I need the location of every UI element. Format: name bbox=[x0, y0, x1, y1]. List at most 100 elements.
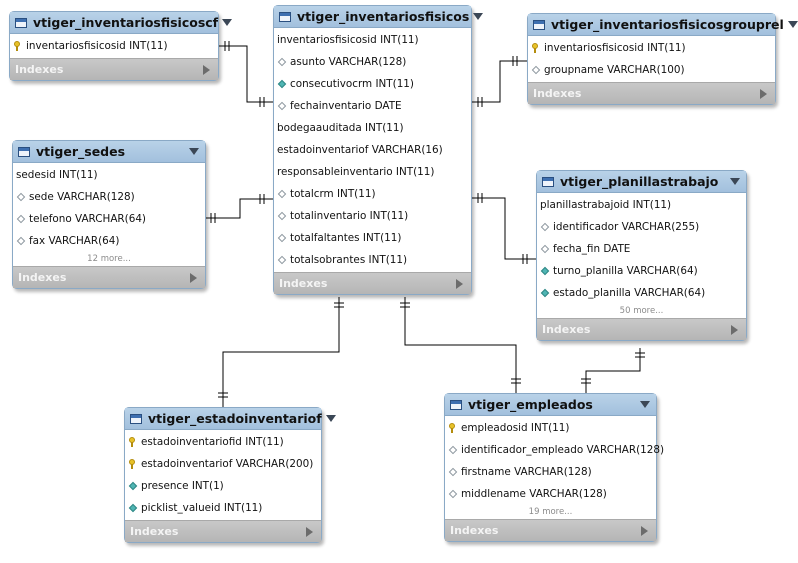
table-title: vtiger_planillastrabajo bbox=[560, 174, 719, 189]
collapse-arrow-icon[interactable] bbox=[787, 21, 798, 28]
column-row[interactable]: picklist_valueid INT(11) bbox=[125, 497, 321, 519]
primary-key-icon bbox=[128, 459, 138, 469]
column-row[interactable]: fechainventario DATE bbox=[274, 95, 471, 117]
column-label: responsableinventario INT(11) bbox=[277, 166, 435, 178]
index-column-diamond-icon bbox=[128, 503, 138, 513]
table-title: vtiger_estadoinventariof bbox=[148, 411, 322, 426]
column-label: estadoinventariof VARCHAR(16) bbox=[277, 144, 443, 156]
table-vtiger-estadoinventariof[interactable]: vtiger_estadoinventariof estadoinventari… bbox=[124, 407, 336, 543]
indexes-label: Indexes bbox=[533, 87, 582, 100]
column-row[interactable]: sedesid INT(11) bbox=[13, 164, 205, 186]
column-row[interactable]: totalcrm INT(11) bbox=[274, 183, 471, 205]
collapse-arrow-icon[interactable] bbox=[189, 148, 199, 155]
column-row[interactable]: totalinventario INT(11) bbox=[274, 205, 471, 227]
indexes-section[interactable]: Indexes bbox=[13, 266, 205, 288]
column-row[interactable]: bodegaauditada INT(11) bbox=[274, 117, 471, 139]
column-label: fechainventario DATE bbox=[290, 100, 402, 112]
expand-arrow-icon[interactable] bbox=[760, 88, 767, 99]
column-row[interactable]: sede VARCHAR(128) bbox=[13, 186, 205, 208]
table-header[interactable]: vtiger_inventariosfisicosgrouprel bbox=[528, 14, 798, 36]
column-diamond-icon bbox=[531, 65, 541, 75]
column-row[interactable]: estado_planilla VARCHAR(64) bbox=[537, 282, 746, 304]
more-columns-text[interactable]: 12 more... bbox=[87, 254, 131, 264]
column-row[interactable]: fax VARCHAR(64) bbox=[13, 230, 205, 252]
relationship-marker bbox=[210, 194, 265, 223]
column-label: inventariosfisicosid INT(11) bbox=[277, 34, 419, 46]
column-row[interactable]: inventariosfisicosid INT(11) bbox=[10, 35, 218, 57]
column-row[interactable]: planillastrabajoid INT(11) bbox=[537, 194, 746, 216]
table-header[interactable]: vtiger_sedes bbox=[13, 141, 205, 163]
column-diamond-icon bbox=[16, 192, 26, 202]
table-header[interactable]: vtiger_empleados bbox=[445, 394, 656, 416]
column-row[interactable]: turno_planilla VARCHAR(64) bbox=[537, 260, 746, 282]
collapse-arrow-icon[interactable] bbox=[730, 178, 740, 185]
column-row[interactable]: fecha_fin DATE bbox=[537, 238, 746, 260]
indexes-label: Indexes bbox=[130, 525, 179, 538]
column-row[interactable]: empleadosid INT(11) bbox=[445, 417, 656, 439]
table-header[interactable]: vtiger_inventariosfisicos bbox=[274, 6, 484, 28]
column-row[interactable]: inventariosfisicosid INT(11) bbox=[528, 37, 775, 59]
column-diamond-icon bbox=[277, 255, 287, 265]
table-vtiger-inventariosfisicosgrouprel[interactable]: vtiger_inventariosfisicosgrouprel invent… bbox=[527, 13, 798, 105]
collapse-arrow-icon[interactable] bbox=[325, 415, 336, 422]
column-row[interactable]: asunto VARCHAR(128) bbox=[274, 51, 471, 73]
table-header[interactable]: vtiger_planillastrabajo bbox=[537, 171, 746, 193]
column-row[interactable]: groupname VARCHAR(100) bbox=[528, 59, 775, 81]
indexes-section[interactable]: Indexes bbox=[445, 519, 656, 541]
table-icon bbox=[542, 176, 554, 187]
index-column-diamond-icon bbox=[128, 481, 138, 491]
column-row[interactable]: identificador_empleado VARCHAR(128) bbox=[445, 439, 664, 461]
column-row[interactable]: totalfaltantes INT(11) bbox=[274, 227, 471, 249]
expand-arrow-icon[interactable] bbox=[306, 526, 313, 537]
indexes-section[interactable]: Indexes bbox=[274, 272, 471, 294]
column-row[interactable]: responsableinventario INT(11) bbox=[274, 161, 471, 183]
column-row[interactable]: middlename VARCHAR(128) bbox=[445, 483, 656, 505]
column-label: inventariosfisicosid INT(11) bbox=[544, 42, 686, 54]
table-vtiger-planillastrabajo[interactable]: vtiger_planillastrabajo planillastrabajo… bbox=[536, 170, 747, 341]
table-header[interactable]: vtiger_inventariosfisicoscf bbox=[10, 12, 233, 34]
expand-arrow-icon[interactable] bbox=[456, 278, 463, 289]
column-diamond-icon bbox=[540, 222, 550, 232]
column-row[interactable]: telefono VARCHAR(64) bbox=[13, 208, 205, 230]
column-row[interactable]: estadoinventariofid INT(11) bbox=[125, 431, 321, 453]
indexes-section[interactable]: Indexes bbox=[125, 520, 321, 542]
column-row[interactable]: consecutivocrm INT(11) bbox=[274, 73, 471, 95]
primary-key-icon bbox=[448, 423, 458, 433]
collapse-arrow-icon[interactable] bbox=[222, 19, 233, 26]
column-label: planillastrabajoid INT(11) bbox=[540, 199, 672, 211]
relationship-line bbox=[222, 297, 340, 407]
column-row[interactable]: estadoinventariof VARCHAR(16) bbox=[274, 139, 471, 161]
expand-arrow-icon[interactable] bbox=[203, 64, 210, 75]
table-vtiger-inventariosfisicos[interactable]: vtiger_inventariosfisicos inventariosfis… bbox=[273, 5, 484, 295]
column-label: identificador_empleado VARCHAR(128) bbox=[461, 444, 665, 456]
indexes-section[interactable]: Indexes bbox=[537, 318, 746, 340]
column-label: identificador VARCHAR(255) bbox=[553, 221, 700, 233]
collapse-arrow-icon[interactable] bbox=[473, 13, 484, 20]
column-label: telefono VARCHAR(64) bbox=[29, 213, 146, 225]
table-vtiger-sedes[interactable]: vtiger_sedes sedesid INT(11) sede VARCHA… bbox=[12, 140, 206, 289]
relationship-line bbox=[471, 60, 527, 103]
column-diamond-icon bbox=[277, 189, 287, 199]
column-row[interactable]: estadoinventariof VARCHAR(200) bbox=[125, 453, 321, 475]
collapse-arrow-icon[interactable] bbox=[640, 401, 650, 408]
column-row[interactable]: inventariosfisicosid INT(11) bbox=[274, 29, 471, 51]
column-label: estado_planilla VARCHAR(64) bbox=[553, 287, 706, 299]
table-vtiger-empleados[interactable]: vtiger_empleados empleadosid INT(11) ide… bbox=[444, 393, 664, 542]
table-header[interactable]: vtiger_estadoinventariof bbox=[125, 408, 336, 430]
expand-arrow-icon[interactable] bbox=[731, 324, 738, 335]
expand-arrow-icon[interactable] bbox=[190, 272, 197, 283]
column-row[interactable]: presence INT(1) bbox=[125, 475, 321, 497]
column-row[interactable]: totalsobrantes INT(11) bbox=[274, 249, 471, 271]
table-title: vtiger_inventariosfisicos bbox=[297, 9, 470, 24]
column-label: sedesid INT(11) bbox=[16, 169, 98, 181]
indexes-section[interactable]: Indexes bbox=[10, 58, 218, 80]
table-vtiger-inventariosfisicoscf[interactable]: vtiger_inventariosfisicoscf inventariosf… bbox=[9, 11, 233, 81]
more-columns-text[interactable]: 50 more... bbox=[619, 306, 664, 316]
table-icon bbox=[533, 19, 545, 30]
column-row[interactable]: identificador VARCHAR(255) bbox=[537, 216, 746, 238]
more-columns-text[interactable]: 19 more... bbox=[528, 507, 573, 517]
indexes-label: Indexes bbox=[450, 524, 499, 537]
indexes-section[interactable]: Indexes bbox=[528, 82, 775, 104]
column-row[interactable]: firstname VARCHAR(128) bbox=[445, 461, 656, 483]
expand-arrow-icon[interactable] bbox=[641, 525, 648, 536]
